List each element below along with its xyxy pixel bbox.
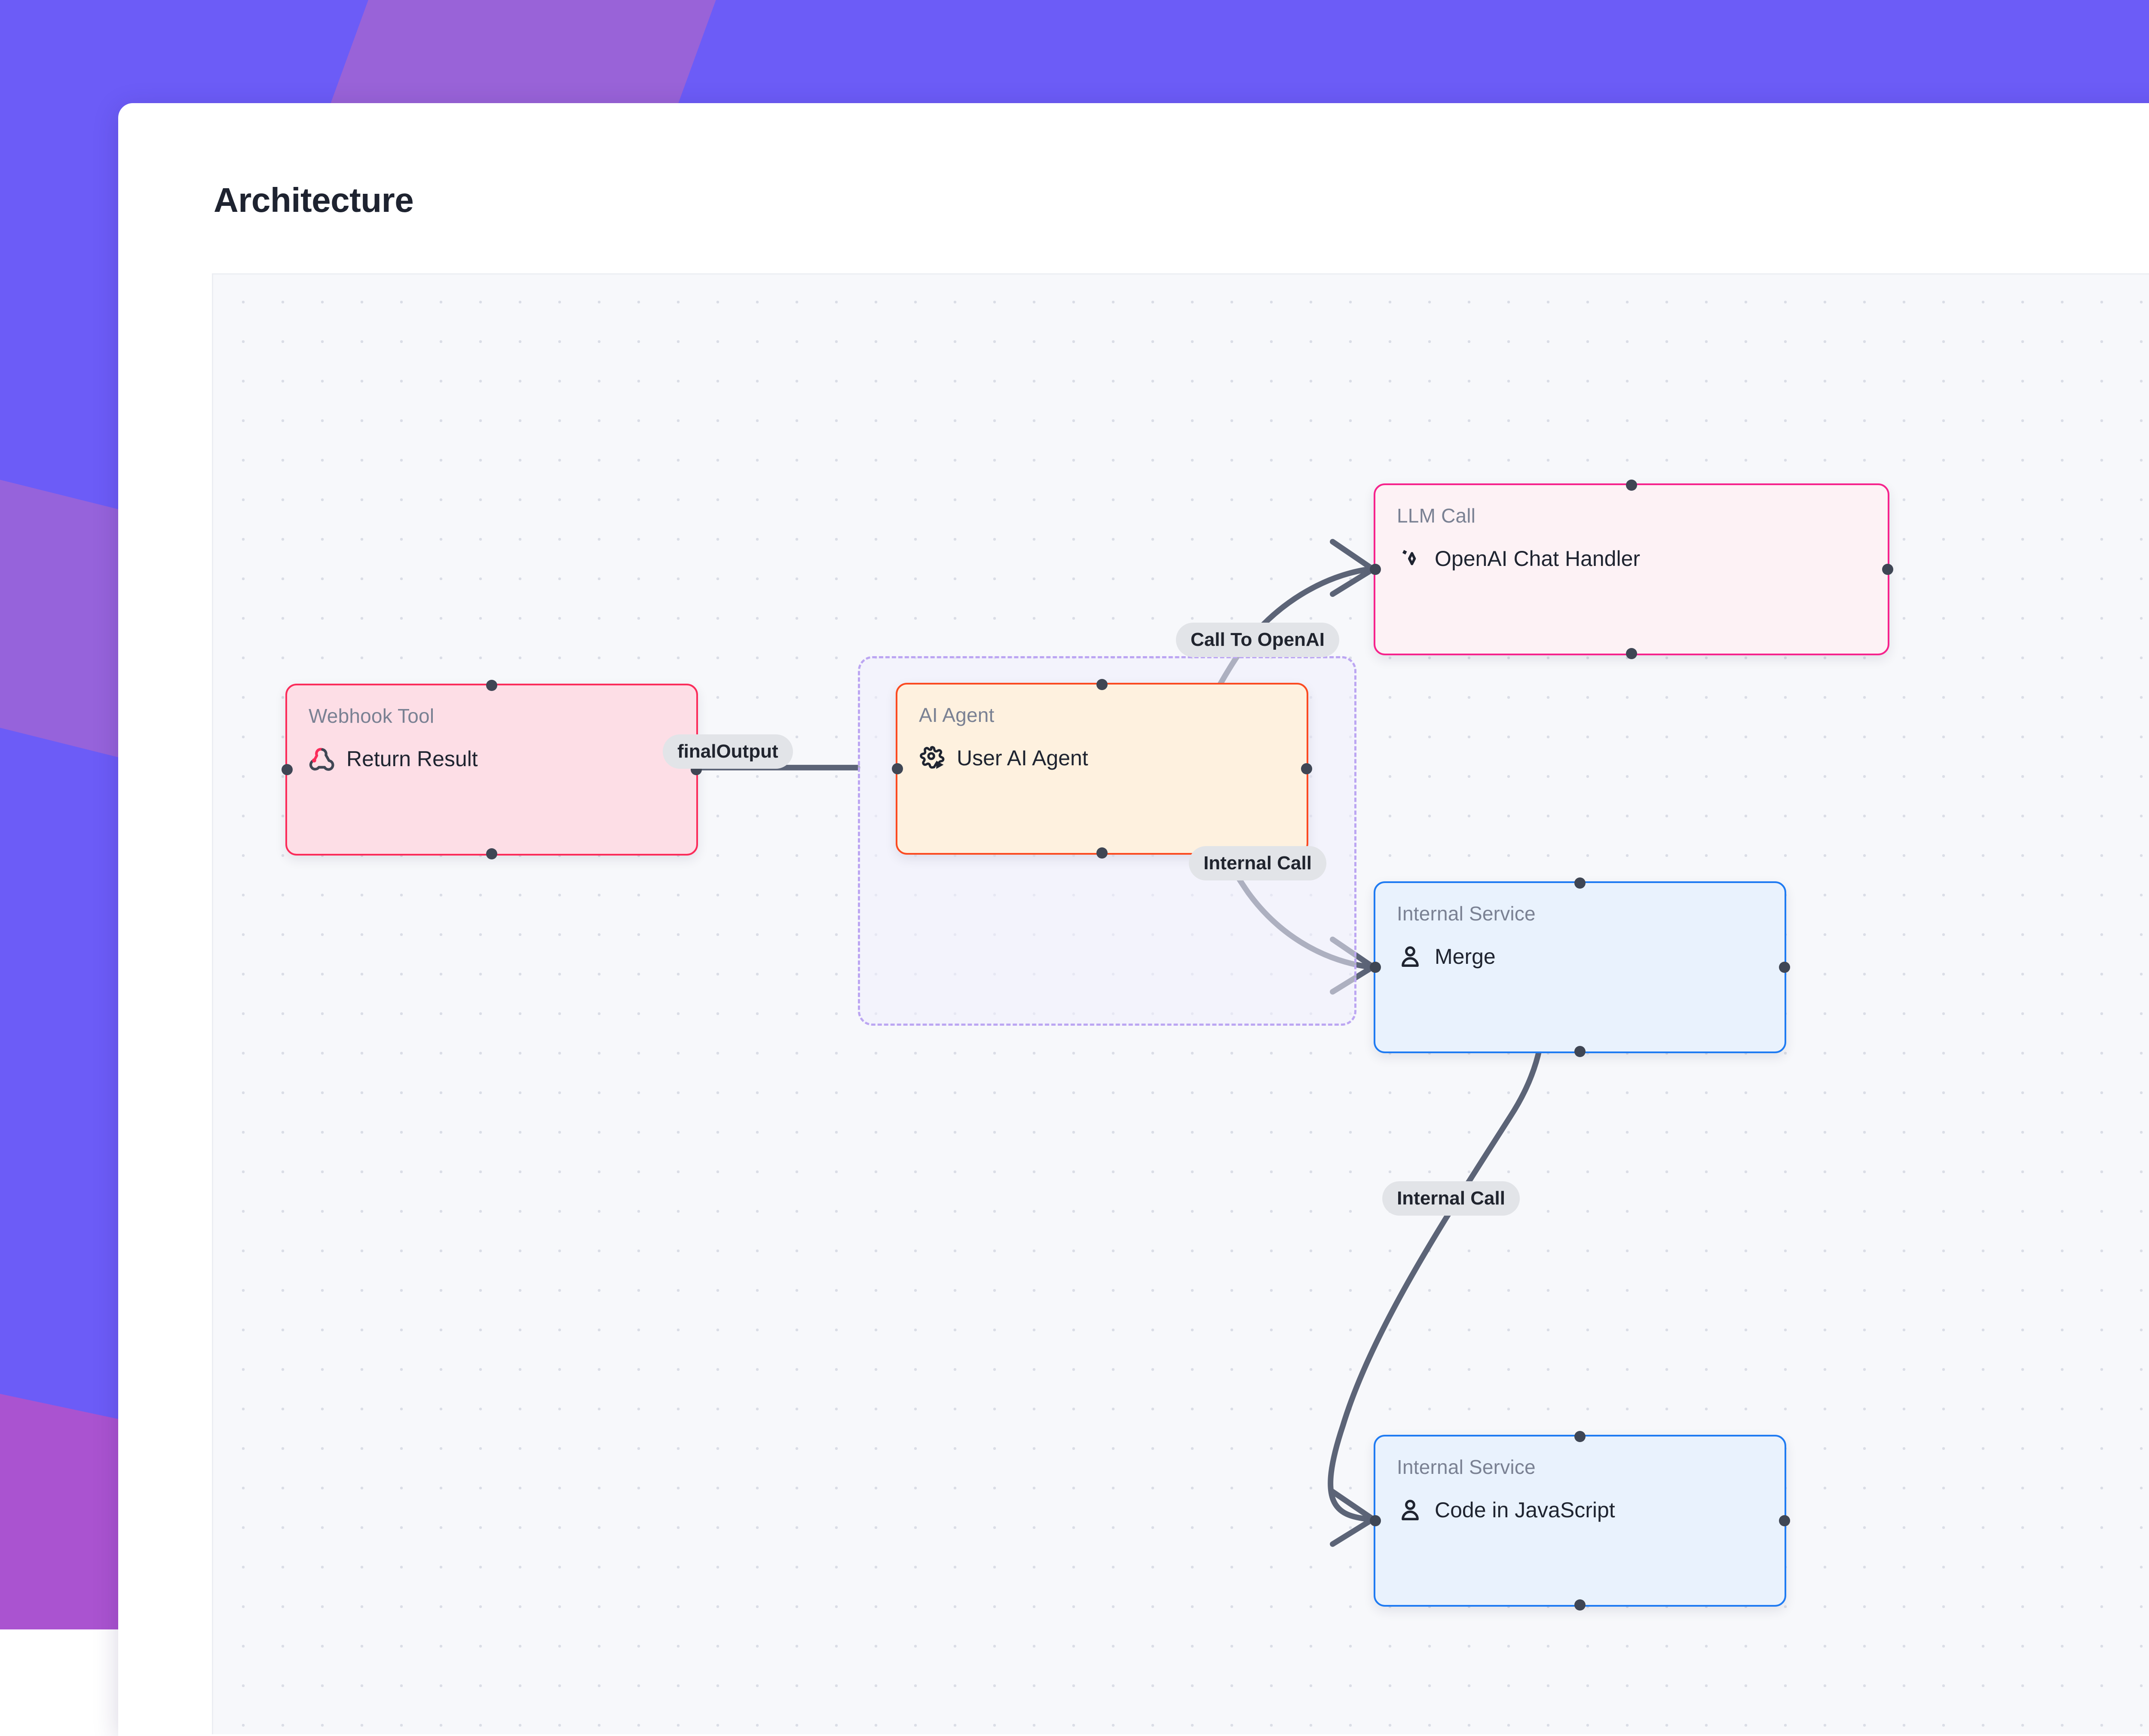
gear-play-icon <box>919 745 946 771</box>
port-top[interactable] <box>486 680 497 691</box>
webhook-icon <box>309 746 335 772</box>
node-kind-label: Internal Service <box>1397 1455 1763 1479</box>
node-kind-label: Internal Service <box>1397 902 1763 925</box>
port-right[interactable] <box>1779 962 1790 973</box>
port-bottom[interactable] <box>1096 847 1108 859</box>
node-internal-service-code[interactable]: Internal Service Code in JavaScript <box>1374 1435 1786 1607</box>
page-card: Architecture finalOutput Call To OpenAI … <box>118 103 2149 1736</box>
node-webhook-tool[interactable]: Webhook Tool Return Result <box>285 684 698 856</box>
port-left[interactable] <box>1370 1515 1381 1526</box>
port-left[interactable] <box>892 763 903 774</box>
node-name-label: OpenAI Chat Handler <box>1435 546 1640 571</box>
port-left[interactable] <box>1370 962 1381 973</box>
node-name-label: Code in JavaScript <box>1435 1498 1615 1522</box>
port-bottom[interactable] <box>1574 1599 1586 1611</box>
port-right[interactable] <box>1779 1515 1790 1526</box>
node-kind-label: Webhook Tool <box>309 704 675 727</box>
user-icon <box>1397 1497 1423 1523</box>
node-llm-call[interactable]: LLM Call OpenAI Chat Handler <box>1374 483 1889 655</box>
node-kind-label: AI Agent <box>919 703 1285 727</box>
edge-label-internal-call-2[interactable]: Internal Call <box>1382 1181 1520 1216</box>
edge-label-final-output[interactable]: finalOutput <box>663 734 793 769</box>
port-bottom[interactable] <box>486 848 497 859</box>
edge-arrow-call-to-openai <box>1333 542 1373 594</box>
edge-label-internal-call-1[interactable]: Internal Call <box>1189 846 1326 880</box>
user-icon <box>1397 943 1423 970</box>
page-title: Architecture <box>214 180 413 220</box>
port-bottom[interactable] <box>1626 648 1637 659</box>
node-internal-service-merge[interactable]: Internal Service Merge <box>1374 881 1786 1053</box>
port-top[interactable] <box>1096 679 1108 690</box>
port-left[interactable] <box>282 764 293 775</box>
node-kind-label: LLM Call <box>1397 504 1866 527</box>
node-name-label: User AI Agent <box>957 746 1088 770</box>
port-left[interactable] <box>1370 564 1381 575</box>
edge-label-call-to-openai[interactable]: Call To OpenAI <box>1176 623 1339 657</box>
sparkle-icon <box>1397 545 1423 572</box>
node-ai-agent[interactable]: AI Agent User AI Agent <box>896 683 1308 855</box>
architecture-canvas[interactable]: finalOutput Call To OpenAI Internal Call… <box>212 273 2149 1734</box>
node-name-label: Merge <box>1435 944 1496 969</box>
node-name-label: Return Result <box>346 746 478 771</box>
port-top[interactable] <box>1626 480 1637 491</box>
port-bottom[interactable] <box>1574 1046 1586 1057</box>
port-right[interactable] <box>1882 564 1893 575</box>
port-right[interactable] <box>1301 763 1312 774</box>
port-top[interactable] <box>1574 1431 1586 1442</box>
port-top[interactable] <box>1574 877 1586 889</box>
